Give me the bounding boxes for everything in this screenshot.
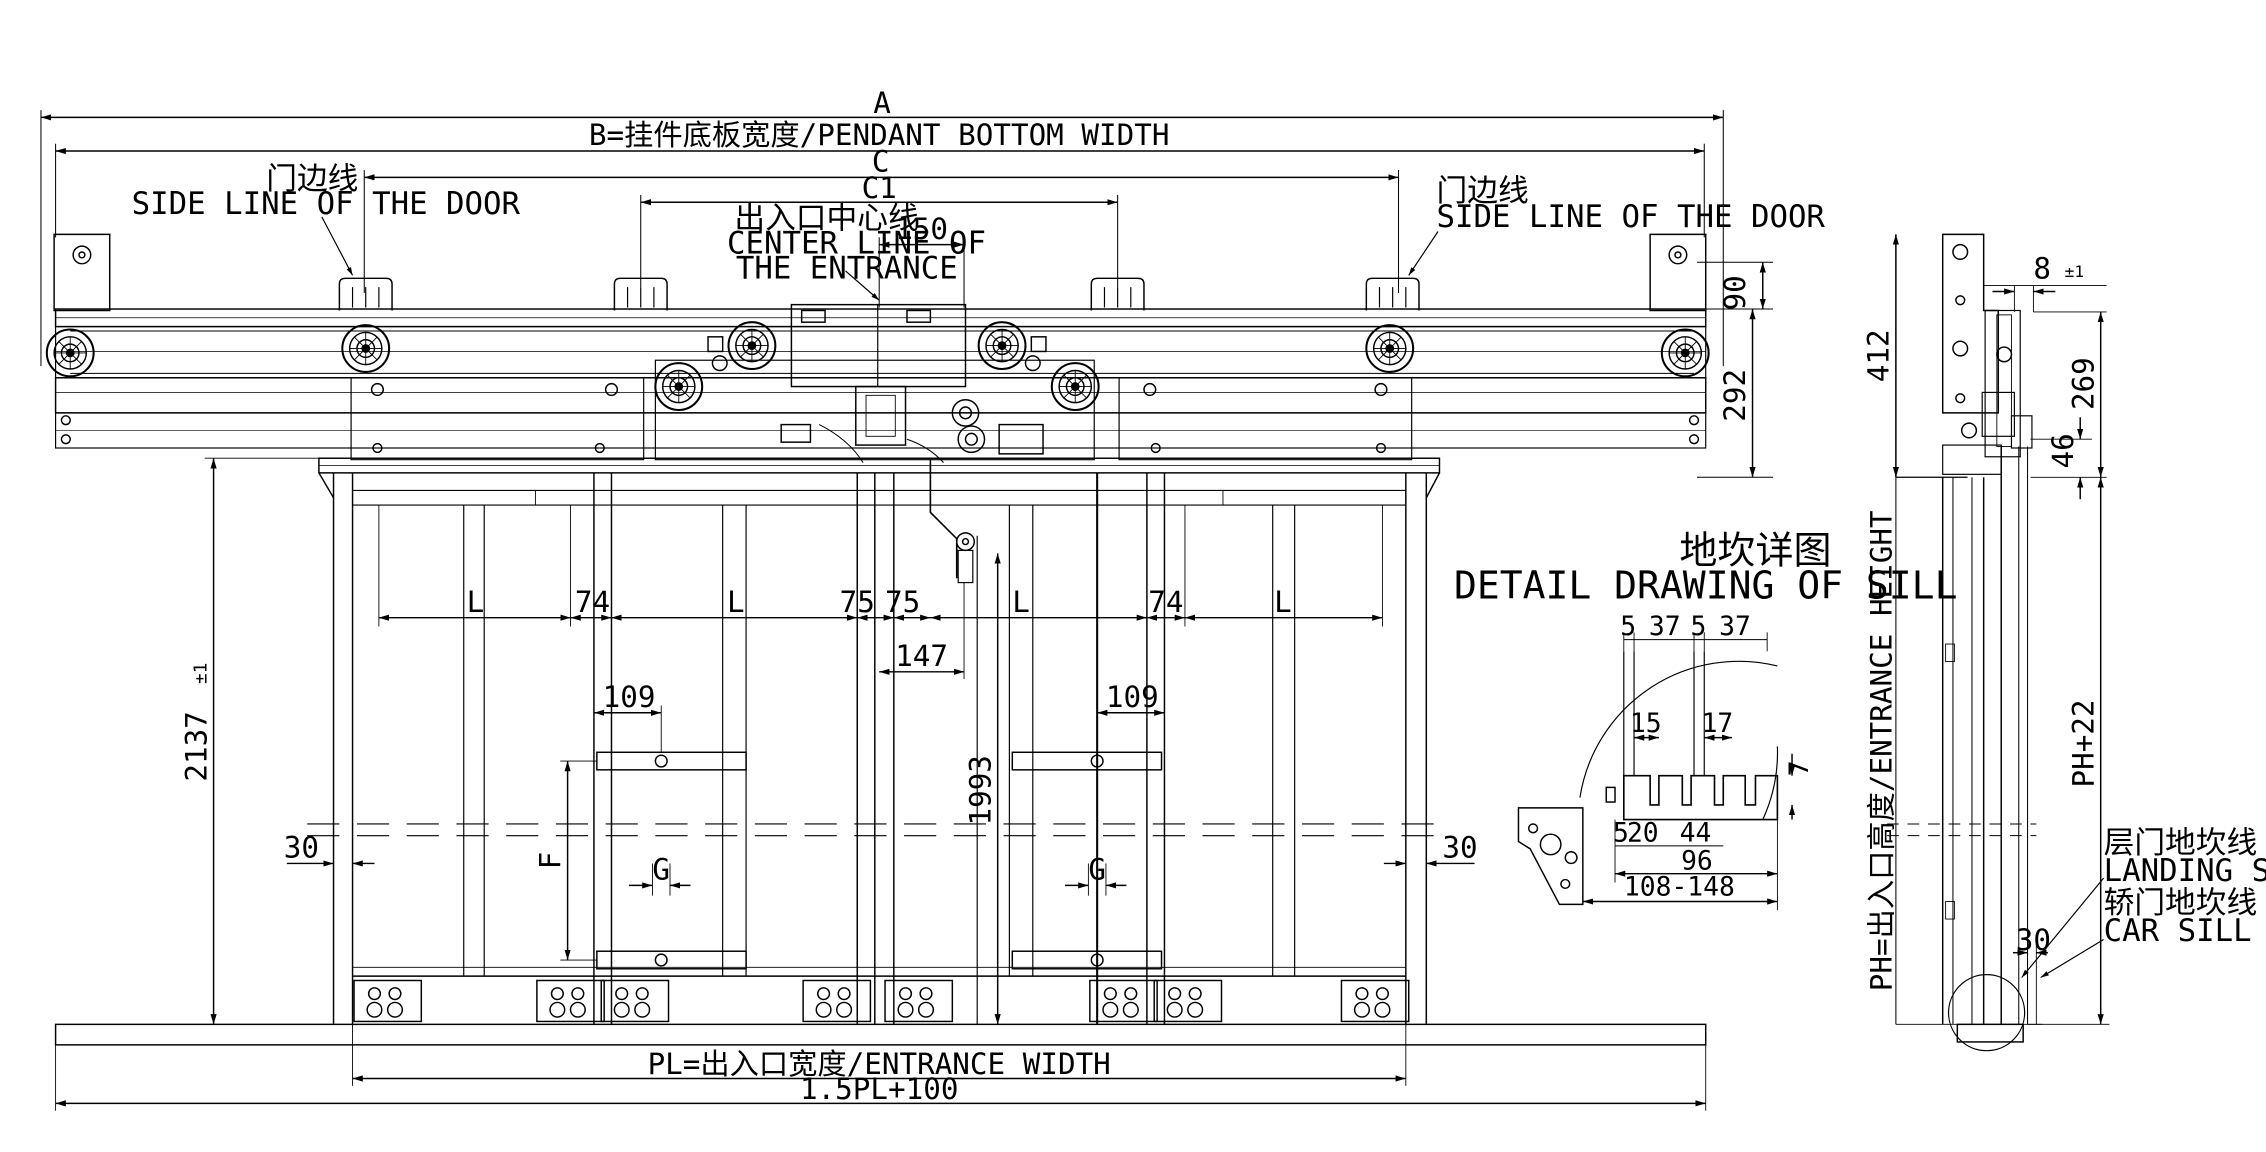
dim-2137-tolerance: ±1 [191, 663, 211, 684]
side-view-dims [1892, 234, 2110, 1025]
side-line-left-callout [321, 216, 354, 276]
dimension-c1-line [640, 194, 1119, 288]
dim-74b-label: 74 [1148, 585, 1183, 619]
dimension-pl-lines [55, 1024, 1707, 1111]
dim-gb-label: G [1088, 853, 1106, 887]
dimension-109-lines [593, 705, 1165, 753]
side-d269: 269 [2066, 357, 2100, 410]
sill-d5c: 5 [1613, 819, 1629, 849]
sill-d7: 7 [1785, 760, 1815, 776]
car-sill-cn: 轿门地坎线 [2104, 885, 2258, 921]
sill-d44: 44 [1680, 819, 1712, 849]
sill-detail: 地坎详图 DETAIL DRAWING OF SILL [1454, 529, 1958, 911]
side-d8-tolerance: ±1 [2065, 262, 2084, 281]
dim-1993-label: 1993 [963, 755, 997, 825]
sill-d108: 108-148 [1624, 873, 1735, 903]
operator-header [45, 233, 1710, 474]
dim-pl-label: PL=出入口宽度/ENTRANCE WIDTH [648, 1047, 1111, 1081]
dim-292-label: 292 [1718, 369, 1752, 422]
door-panels [307, 459, 1449, 1025]
side-line-left-cn: 门边线 [266, 161, 358, 197]
dimension-f-line [560, 760, 597, 961]
center-line-leader [845, 270, 880, 301]
dim-l4-label: L [1274, 585, 1292, 619]
dim-30-left-label: 30 [284, 831, 319, 865]
sill-d15: 15 [1630, 709, 1662, 739]
dim-75b-label: 75 [885, 585, 920, 619]
dim-b-label: B=挂件底板宽度/PENDANT BOTTOM WIDTH [589, 118, 1170, 152]
center-line-en1: CENTER LINE OF [727, 225, 986, 261]
sill-d17: 17 [1702, 709, 1734, 739]
center-line-cn: 出入口中心线 [734, 201, 918, 237]
dimension-90-line [1682, 261, 1774, 478]
sill-detail-circle [1579, 660, 1778, 798]
dimension-b-line [55, 143, 1705, 238]
side-d412: 412 [1862, 329, 1896, 382]
dim-f-label: F [533, 852, 567, 870]
dim-c-label: C [872, 145, 890, 179]
side-ph-label: PH=出入口高度/ENTRANCE HEIGHT [1865, 510, 1899, 991]
front-view: A B=挂件底板宽度/PENDANT BOTTOM WIDTH C C1 150 [40, 86, 1826, 1111]
dimension-c-line [363, 170, 1400, 293]
sill-d37a: 37 [1649, 612, 1681, 642]
dimension-a-line [40, 110, 1724, 367]
sill-d37b: 37 [1719, 612, 1751, 642]
dim-15pl-label: 1.5PL+100 [800, 1072, 958, 1106]
side-d8: 8 [2033, 251, 2051, 285]
side-line-left-en: SIDE LINE OF THE DOOR [132, 186, 521, 222]
dimension-l-row [378, 505, 1383, 627]
dim-109a-label: 109 [603, 680, 656, 714]
side-line-right-callout [1408, 231, 1439, 276]
dim-ga-label: G [652, 853, 670, 887]
dim-l2-label: L [727, 585, 745, 619]
sill-title-cn: 地坎详图 [1679, 529, 1831, 573]
sill-title-en: DETAIL DRAWING OF SILL [1454, 564, 1958, 608]
landing-sill-cn: 层门地坎线 [2104, 825, 2258, 861]
side-line-right-cn: 门边线 [1437, 173, 1529, 209]
side-view: 8 ±1 412 269 46 PH=出入口高度/ENTRANCE HEIGHT… [1862, 233, 2266, 1052]
landing-sill-en: LANDING SILL LINE [2104, 853, 2266, 889]
sill-d96: 96 [1681, 846, 1713, 876]
dim-a-label: A [873, 86, 891, 120]
dim-l1-label: L [467, 585, 485, 619]
side-bracket [1941, 233, 2033, 475]
dim-2137-label: 2137 [179, 711, 213, 781]
dim-75a-label: 75 [840, 585, 875, 619]
dim-74a-label: 74 [575, 585, 610, 619]
sill-profile [1517, 651, 1779, 906]
dim-90-label: 90 [1718, 275, 1752, 310]
left-mounting-bracket [53, 233, 111, 312]
dim-30-right-label: 30 [1442, 831, 1477, 865]
sill-d5a: 5 [1620, 612, 1636, 642]
dim-150-label: 150 [895, 212, 948, 246]
dim-147-label: 147 [895, 639, 948, 673]
dim-l3-label: L [1012, 585, 1030, 619]
right-mounting-bracket [1649, 233, 1707, 312]
dim-109b-label: 109 [1106, 680, 1159, 714]
car-sill-en: CAR SILL LINE [2104, 913, 2266, 949]
sill-dims [1582, 632, 1796, 911]
center-line-en2: THE ENTRANCE [736, 250, 958, 286]
side-ph22: PH+22 [2066, 699, 2100, 787]
side-d46: 46 [2046, 433, 2080, 468]
dimension-g-lines [629, 863, 1127, 896]
sill-d20: 20 [1627, 819, 1659, 849]
dim-c1-label: C1 [862, 171, 897, 205]
dimension-2137-line [204, 457, 319, 1025]
side-sill-circle [1947, 974, 2026, 1052]
sill-d5b: 5 [1690, 612, 1706, 642]
side-line-right-en: SIDE LINE OF THE DOOR [1437, 199, 1826, 235]
floor-sill [54, 1023, 1707, 1046]
dimension-150-line [878, 237, 965, 308]
dimension-147-line [879, 582, 965, 680]
side-d30: 30 [2016, 923, 2051, 957]
